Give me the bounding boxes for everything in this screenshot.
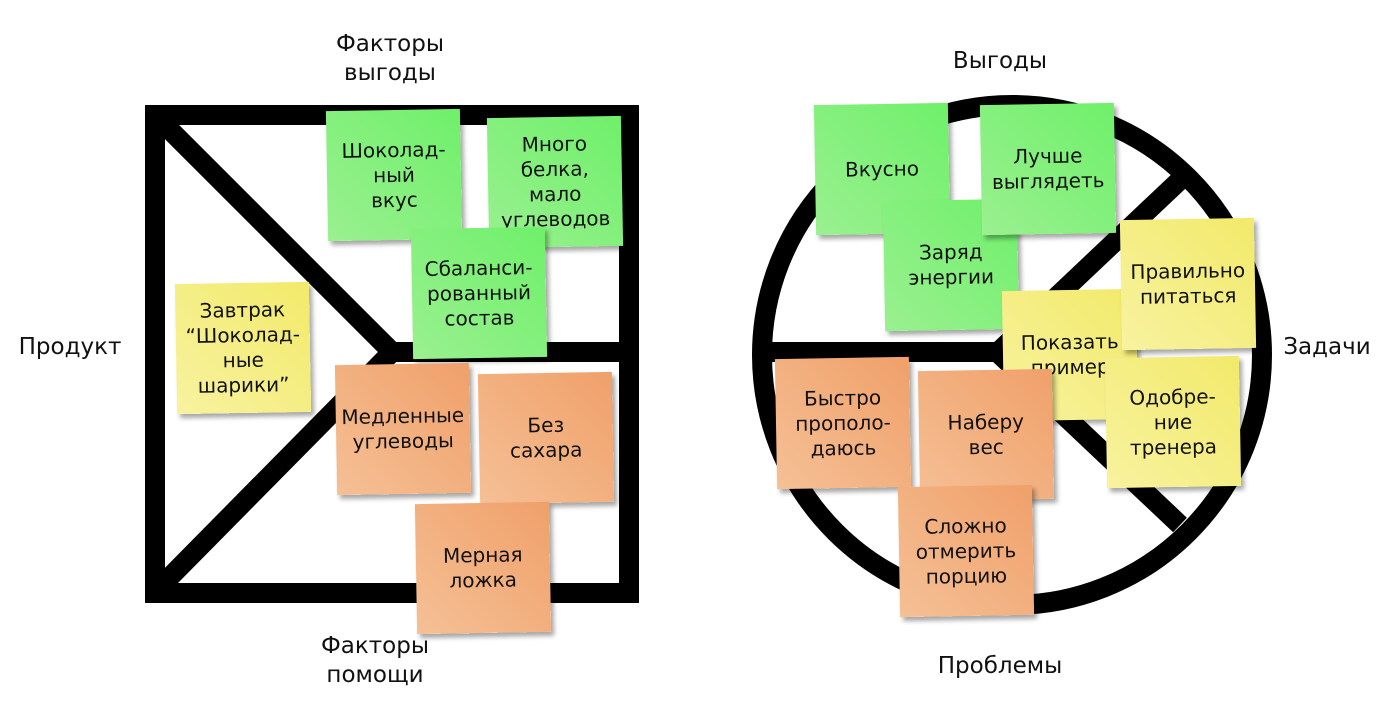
sticky-note-pain-reliever[interactable]: Медленные углеводы [334, 362, 472, 496]
sticky-note-pain-reliever[interactable]: Без сахара [477, 371, 615, 505]
sticky-note-gain-creator[interactable]: Сбаланси- рованный состав [410, 226, 548, 360]
sticky-note-pain-reliever[interactable]: Мерная ложка [414, 501, 552, 635]
sticky-note-gain[interactable]: Лучше выглядеть [979, 102, 1117, 236]
sticky-note-pain[interactable]: Быстро прополо- даюсь [774, 356, 912, 490]
label-gain-creators: Факторы выгоды [335, 31, 445, 86]
square-diagonal-top [154, 114, 400, 360]
sticky-note-pain[interactable]: Наберу вес [917, 368, 1055, 502]
label-jobs: Задачи [1283, 334, 1371, 360]
label-product: Продукт [18, 334, 122, 360]
label-pains: Проблемы [937, 653, 1063, 679]
sticky-note-job[interactable]: Правильно питаться [1119, 217, 1257, 351]
sticky-note-pain[interactable]: Сложно отмерить порцию [897, 484, 1035, 618]
sticky-note-product[interactable]: Завтрак “Шоколад- ные шарики” [174, 281, 312, 415]
sticky-note-gain-creator[interactable]: Шоколад- ный вкус [325, 108, 463, 242]
label-gains: Выгоды [952, 48, 1048, 74]
label-pain-relievers: Факторы помощи [320, 633, 430, 688]
sticky-note-job[interactable]: Одобре- ние тренера [1104, 355, 1242, 489]
